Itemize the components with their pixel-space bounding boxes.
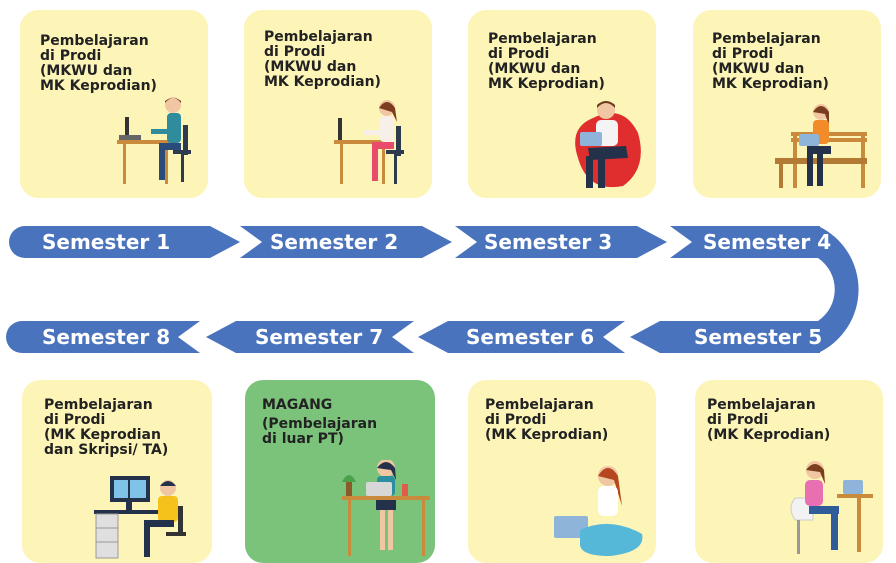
intern-at-office-icon <box>342 460 430 556</box>
card-semester-8: Pembelajaran di Prodi (MK Keprodian dan … <box>22 380 212 563</box>
student-at-desk-icon <box>117 97 191 184</box>
arrow-semester-8 <box>6 321 200 353</box>
student-at-desk-icon <box>334 100 404 184</box>
arrow-semester-2 <box>240 226 452 258</box>
card-title-magang: MAGANG <box>262 397 333 413</box>
student-at-table-icon <box>790 461 873 554</box>
arrow-semester-5 <box>630 321 820 353</box>
label-semester-5: Semester 5 <box>694 325 823 349</box>
card-semester-7: MAGANG (Pembelajaran di luar PT) <box>245 380 435 563</box>
label-semester-7: Semester 7 <box>255 325 384 349</box>
card-text: Pembelajaran di Prodi (MKWU dan MK Kepro… <box>264 29 381 90</box>
label-semester-4: Semester 4 <box>703 230 832 254</box>
card-semester-1: Pembelajaran di Prodi (MKWU dan MK Kepro… <box>20 10 208 198</box>
student-on-bench-icon <box>775 104 867 188</box>
card-text: Pembelajaran di Prodi (MK Keprodian) <box>707 397 831 443</box>
card-semester-3: Pembelajaran di Prodi (MKWU dan MK Kepro… <box>468 10 656 198</box>
card-text: Pembelajaran di Prodi (MKWU dan MK Kepro… <box>712 31 829 92</box>
label-semester-3: Semester 3 <box>484 230 613 254</box>
card-text: Pembelajaran di Prodi (MK Keprodian dan … <box>44 397 169 458</box>
card-semester-6: Pembelajaran di Prodi (MK Keprodian) <box>468 380 656 563</box>
arrow-semester-4 <box>670 226 820 258</box>
student-on-floor-icon <box>554 466 643 556</box>
card-text: Pembelajaran di Prodi (MK Keprodian) <box>485 397 609 443</box>
arrow-semester-1 <box>9 226 240 258</box>
arrow-semester-7 <box>206 321 414 353</box>
label-semester-8: Semester 8 <box>42 325 171 349</box>
arrow-u-turn <box>818 226 859 353</box>
label-semester-6: Semester 6 <box>466 325 595 349</box>
student-at-computer-icon <box>94 476 186 559</box>
arrow-semester-3 <box>455 226 667 258</box>
card-semester-2: Pembelajaran di Prodi (MKWU dan MK Kepro… <box>244 10 432 198</box>
label-semester-2: Semester 2 <box>270 230 399 254</box>
card-semester-5: Pembelajaran di Prodi (MK Keprodian) <box>695 380 883 563</box>
card-text: Pembelajaran di Prodi (MKWU dan MK Kepro… <box>488 31 605 92</box>
card-text: (Pembelajaran di luar PT) <box>262 416 378 447</box>
arrow-semester-6 <box>418 321 625 353</box>
label-semester-1: Semester 1 <box>42 230 171 254</box>
card-text: Pembelajaran di Prodi (MKWU dan MK Kepro… <box>40 33 157 94</box>
student-on-beanbag-icon <box>575 101 641 188</box>
card-semester-4: Pembelajaran di Prodi (MKWU dan MK Kepro… <box>693 10 881 198</box>
